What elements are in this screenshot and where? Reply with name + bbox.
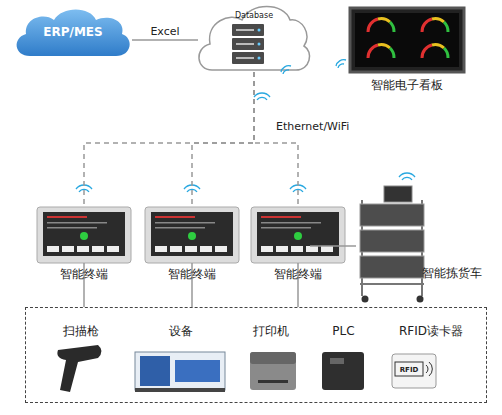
node-label: 扫描枪 [41,324,121,338]
device-group: 扫描枪 设备 打印机 PLC RFID读卡器 [25,307,487,403]
edge-label: Excel [150,25,179,38]
dashboard-screen [350,8,464,72]
node-label: 智能终端 [145,267,239,281]
node-label: 设备 [136,324,226,338]
wifi-symbols [76,60,415,192]
server-icon [232,24,264,64]
connector [192,72,254,207]
printer-icon [250,352,296,390]
node-label: Database [198,11,310,20]
dashboard-node: 智能电子看板 [350,8,464,72]
node-label: 智能电子看板 [350,78,464,92]
terminal-node: 智能终端 [251,207,345,263]
node-label: ERP/MES [14,25,132,39]
device-node: RFID读卡器 [386,318,476,400]
connector [254,72,298,207]
device-mark: RFID [395,364,423,376]
cloud-node: ERP/MES [14,8,132,58]
device-node: 设备 [136,318,226,400]
node-label: 打印机 [241,324,301,338]
device-node: 扫描枪 [41,318,121,400]
database-node: Database [198,2,310,72]
terminal-icons [37,207,345,263]
node-label: 智能终端 [37,267,131,281]
picking-cart [360,186,424,303]
device-node: PLC [316,318,371,400]
plc-icon [322,352,364,390]
network-label: Ethernet/WiFi [276,120,349,133]
connector [310,245,356,247]
node-label: PLC [316,324,371,338]
device-node: 打印机 [241,318,301,400]
scanner-icon [57,345,101,392]
node-label: 智能终端 [251,267,345,281]
terminal-node: 智能终端 [37,207,131,263]
terminal-node: 智能终端 [145,207,239,263]
connector [132,39,198,41]
connector [84,72,254,207]
machine-icon [135,352,225,392]
node-label: RFID读卡器 [386,324,476,338]
database-cloud [199,7,310,71]
node-label: 智能拣货车 [422,266,482,280]
cart-node: 智能拣货车 [356,182,428,304]
rfid-icon [392,354,436,388]
